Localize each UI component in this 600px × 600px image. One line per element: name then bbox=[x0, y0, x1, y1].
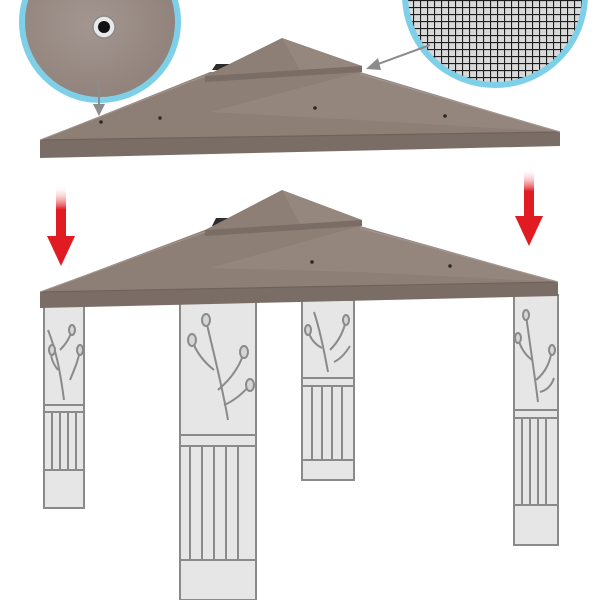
arrow-down-icon bbox=[515, 168, 543, 246]
grommet-icon bbox=[92, 15, 116, 39]
grommet-pointer-arrow bbox=[93, 80, 105, 116]
mesh-pointer-arrow bbox=[366, 44, 431, 70]
replacement-canopy bbox=[39, 38, 561, 158]
front-left-leg bbox=[179, 299, 257, 600]
left-leg bbox=[43, 299, 85, 509]
gazebo-frame-with-canopy bbox=[39, 190, 559, 308]
gazebo-frame bbox=[43, 294, 559, 600]
rear-leg bbox=[301, 299, 355, 481]
right-leg bbox=[513, 294, 559, 546]
arrow-down-icon bbox=[47, 185, 75, 266]
mesh-vent-detail-callout bbox=[402, 0, 588, 88]
